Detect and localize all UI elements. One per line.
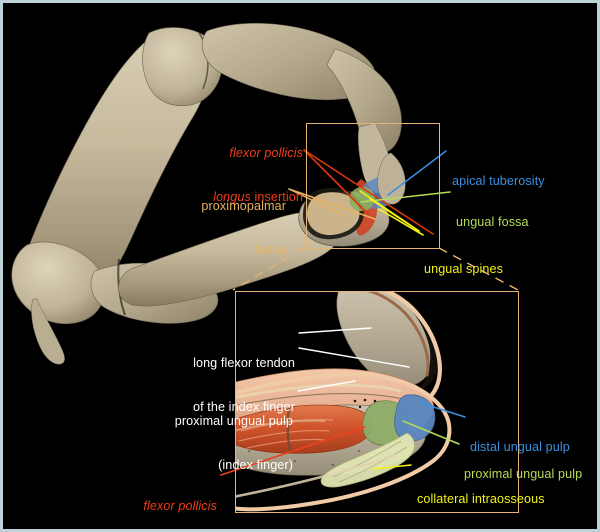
figure-stage: flexor pollicis longus insertion proximo… — [3, 3, 597, 529]
magnified-region-box[interactable] — [306, 123, 440, 249]
magnification-connectors — [232, 247, 519, 291]
leader-distal-ungual-pulp — [420, 402, 466, 418]
specimen-artwork — [11, 22, 452, 512]
leader-fpl-insertion-2 — [303, 149, 434, 235]
leader-proximal-ungual-pulp-index — [297, 380, 356, 392]
leader-proximopalmar-fossa-2 — [288, 188, 344, 216]
leader-ungual-spines-3 — [378, 208, 424, 236]
leader-ungual-fossa — [360, 191, 451, 203]
leader-ungual-spines-2 — [369, 198, 420, 232]
leader-long-flexor-tendon — [298, 327, 372, 334]
leader-apical-tuberosity — [387, 150, 447, 196]
magnification-detail-box[interactable] — [235, 291, 519, 513]
leader-proximopalmar-fossa — [288, 188, 376, 220]
leader-fpl-tendon — [220, 426, 366, 476]
leader-collateral-ligaments — [372, 464, 412, 470]
leader-fpl-insertion — [303, 149, 369, 215]
macro-phalanx-specimen — [11, 22, 406, 365]
leader-proximal-ungual-pulp — [402, 420, 460, 445]
sagittal-section-artwork — [236, 292, 452, 512]
leader-lines — [220, 149, 466, 476]
leader-long-flexor-tendon-2 — [298, 347, 410, 368]
connector-left — [232, 247, 305, 291]
connector-right — [438, 247, 519, 291]
